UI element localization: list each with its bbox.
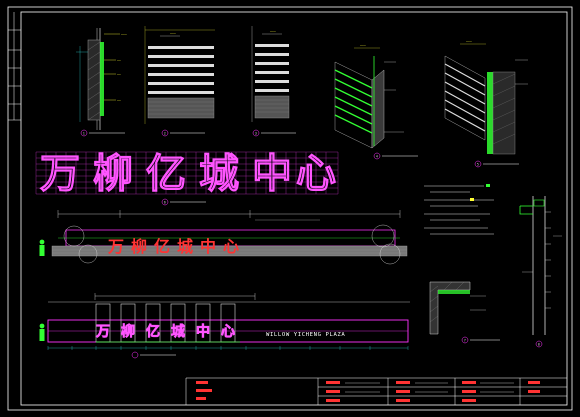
grid-char-6: 心 xyxy=(296,151,336,197)
svg-text:———: ——— xyxy=(466,39,472,43)
detail-2-slat-elevation[interactable]: ——— xyxy=(144,26,215,124)
svg-text:——: —— xyxy=(117,98,121,102)
detail-label-4: 4 xyxy=(373,152,418,160)
wall-char-1: 万 xyxy=(107,237,124,256)
grid-char-5: 中 xyxy=(252,151,292,197)
detail-1-section[interactable]: ——— —— —— —— xyxy=(76,28,127,130)
detail-number-8: 8 xyxy=(538,342,540,346)
detail-number-3: 3 xyxy=(255,131,257,135)
detail-number-7: 7 xyxy=(464,338,466,342)
left-binding-strip xyxy=(8,12,21,121)
plaza-char-5: 中 xyxy=(196,323,210,340)
inner-frame xyxy=(20,11,568,406)
sign-wall-elevation-b[interactable]: 万 柳 亿 城 中 心 WILLOW YICHENG PLAZA xyxy=(39,293,411,350)
detail-3-slat-elevation[interactable]: ——— xyxy=(251,26,290,122)
detail-label-6: 6 xyxy=(161,198,206,206)
plaza-char-6: 心 xyxy=(221,324,235,340)
detail-number-2: 2 xyxy=(164,131,166,135)
outer-frame xyxy=(7,6,573,411)
wall-char-2: 柳 xyxy=(131,237,147,256)
detail-label-3: 3 xyxy=(252,129,296,137)
svg-text:———: ——— xyxy=(170,31,176,35)
title-block-lines xyxy=(345,382,514,393)
sign-wall-elevation-a[interactable]: 万 柳 亿 城 中 心 xyxy=(39,210,408,265)
character-grid-verticals xyxy=(35,152,339,194)
plaza-char-4: 城 xyxy=(171,323,185,340)
title-block-stamps xyxy=(196,381,540,402)
notes-block[interactable] xyxy=(424,184,494,235)
svg-text:———: ——— xyxy=(121,32,127,36)
bracket-section[interactable] xyxy=(429,281,486,335)
detail-7-column[interactable] xyxy=(519,196,562,335)
plaza-english-text: WILLOW YICHENG PLAZA xyxy=(266,332,345,338)
detail-4-isometric[interactable]: ——— xyxy=(334,43,404,149)
wall-char-3: 亿 xyxy=(154,237,170,256)
detail-number-1: 1 xyxy=(83,131,85,135)
elevation-b-label xyxy=(131,351,176,359)
plaza-columns xyxy=(95,303,236,343)
svg-text:———: ——— xyxy=(360,43,366,47)
plaza-char-3: 亿 xyxy=(146,323,160,340)
grid-char-3: 亿 xyxy=(146,151,186,197)
human-figure-a xyxy=(39,239,45,256)
detail-label-7: 7 xyxy=(461,336,500,344)
grid-char-1: 万 xyxy=(40,151,80,197)
detail-number-4: 4 xyxy=(376,154,378,158)
detail-label-2: 2 xyxy=(161,129,205,137)
character-grid xyxy=(36,151,338,195)
detail-number-6: 6 xyxy=(164,200,166,204)
grid-char-2: 柳 xyxy=(93,151,133,197)
grid-char-4: 城 xyxy=(199,151,239,197)
detail-5-isometric[interactable]: ——— xyxy=(444,39,528,155)
detail-label-5: 5 xyxy=(474,160,519,168)
title-block xyxy=(185,377,567,405)
svg-text:——: —— xyxy=(117,58,121,62)
wall-char-6: 心 xyxy=(223,237,239,256)
wall-char-5: 中 xyxy=(200,237,216,256)
gridded-character-panel[interactable]: 万 柳 亿 城 中 心 xyxy=(35,151,339,198)
human-figure-b xyxy=(39,323,45,341)
plaza-char-1: 万 xyxy=(95,324,110,340)
svg-text:———: ——— xyxy=(270,29,276,33)
wall-char-4: 城 xyxy=(177,237,193,256)
detail-label-8: 8 xyxy=(535,340,543,348)
detail-number-5: 5 xyxy=(477,162,479,166)
plaza-char-2: 柳 xyxy=(121,323,135,340)
detail-label-1: 1 xyxy=(80,129,125,137)
svg-text:——: —— xyxy=(117,72,121,76)
